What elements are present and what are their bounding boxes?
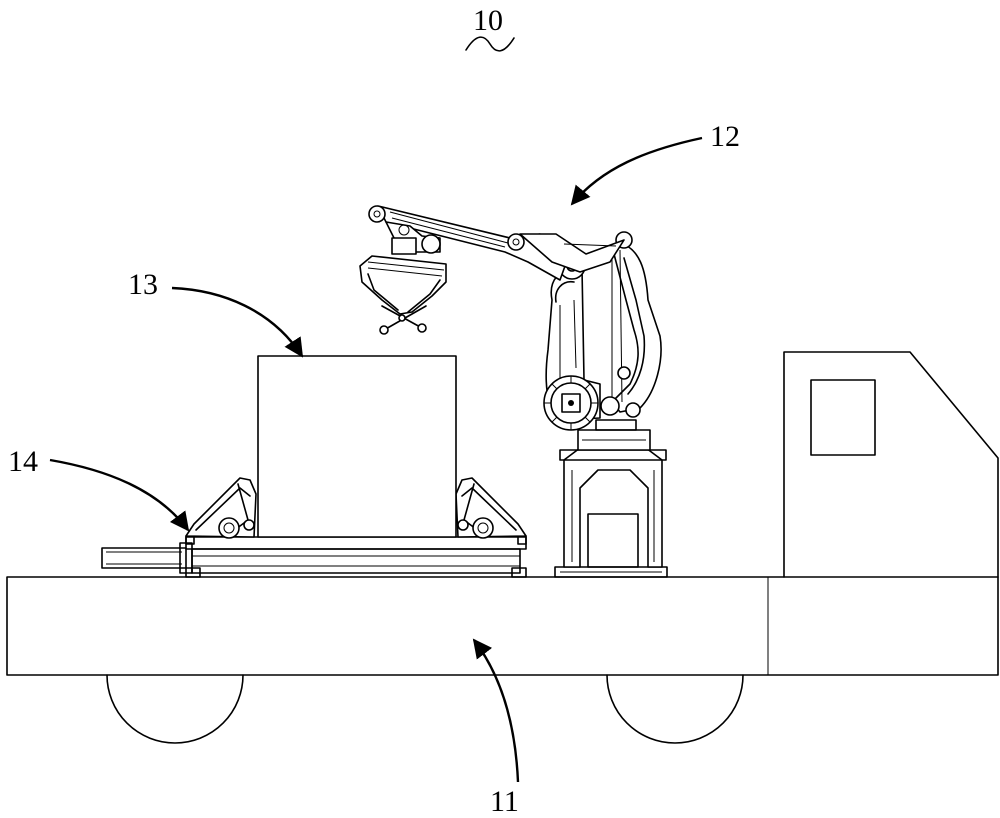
tilde-mark xyxy=(465,36,515,52)
leader-arrow-11 xyxy=(472,638,520,783)
leader-arrow-12 xyxy=(570,136,703,206)
robot-arm xyxy=(359,205,668,578)
cargo-box xyxy=(257,355,457,538)
robot-pedestal xyxy=(563,447,663,568)
flatbed-deck xyxy=(6,576,999,676)
ref-label-13: 13 xyxy=(128,268,158,301)
ref-label-10: 10 xyxy=(473,4,503,37)
vehicle xyxy=(6,351,999,744)
front-wheel xyxy=(606,674,744,744)
leader-arrow-14 xyxy=(49,458,190,532)
leader-arrow-13 xyxy=(171,286,304,358)
cab-window xyxy=(810,379,876,456)
pallet-frame xyxy=(185,536,527,550)
clamp-device xyxy=(101,477,527,578)
ref-label-14: 14 xyxy=(8,445,38,478)
ref-label-11: 11 xyxy=(490,785,519,818)
rear-wheel xyxy=(106,674,244,744)
rear-link xyxy=(611,241,662,413)
truck-cab xyxy=(783,351,999,578)
ref-label-12: 12 xyxy=(710,120,740,153)
